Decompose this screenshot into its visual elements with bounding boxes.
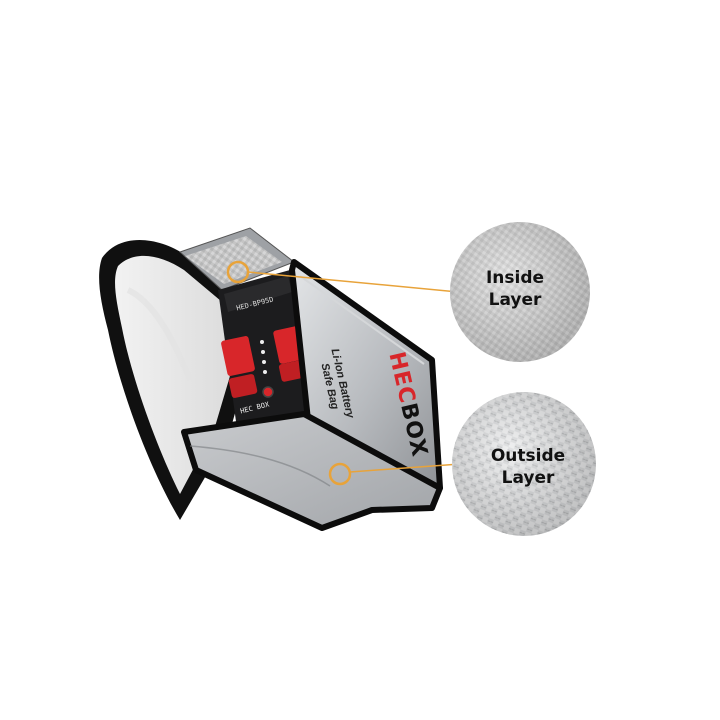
bag-bottom-fold (181, 411, 443, 531)
outside-layer-label: Outside Layer (468, 445, 588, 489)
outside-marker-icon (328, 462, 352, 486)
inner-silver-panel (179, 227, 296, 291)
inside-layer-swatch (450, 222, 590, 362)
battery-device (218, 270, 318, 436)
inside-label-line1: Inside (485, 268, 545, 288)
inside-layer-label: Inside Layer (455, 267, 575, 311)
outside-label-line1: Outside (490, 446, 566, 466)
callout-lines (226, 260, 461, 486)
inside-label-line2: Layer (488, 290, 542, 310)
outside-label-line2: Layer (501, 468, 555, 488)
outside-layer-swatch (452, 392, 596, 536)
